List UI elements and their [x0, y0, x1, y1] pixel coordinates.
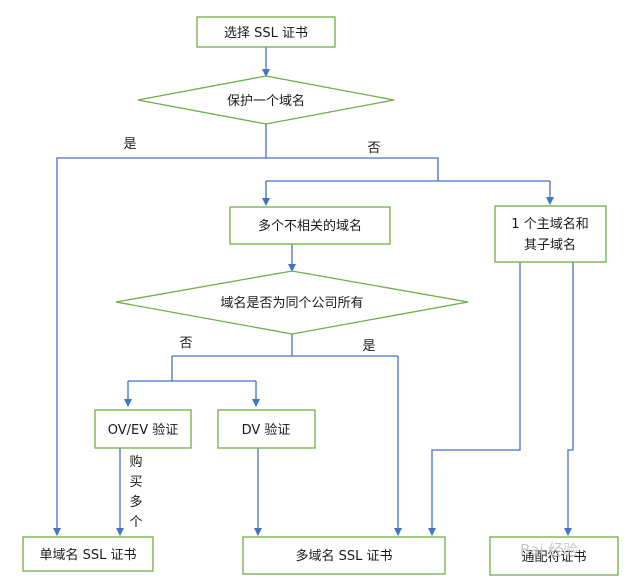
text-ov-ev: OV/EV 验证	[108, 422, 179, 438]
text-main-and-sub-line2: 其子域名	[524, 237, 576, 253]
node-same-company	[115, 270, 469, 335]
label-no-company: 否	[179, 336, 192, 351]
arrow-main-sub-to-wildcard	[564, 262, 574, 536]
arrow-main-sub-to-multi	[428, 262, 521, 536]
label-no-protect: 否	[367, 141, 380, 156]
text-select-ssl: 选择 SSL 证书	[224, 26, 308, 41]
node-single-domain-cert	[22, 536, 154, 572]
label-yes-single: 是	[123, 137, 136, 152]
text-same-company: 域名是否为同个公司所有	[220, 295, 363, 311]
node-wildcard-cert	[489, 536, 619, 576]
text-single-domain-cert: 单域名 SSL 证书	[39, 547, 136, 563]
label-buy-multiple-2: 买	[129, 475, 142, 490]
label-yes-company: 是	[362, 339, 375, 354]
text-multi-domain-cert: 多域名 SSL 证书	[295, 548, 392, 564]
text-multiple-unrelated: 多个不相关的域名	[258, 218, 362, 234]
text-protect-one-domain: 保护一个域名	[227, 93, 305, 109]
line-no-branch	[266, 157, 439, 181]
text-main-and-sub-line1: 1 个主域名和	[511, 216, 588, 232]
text-wildcard-cert: 通配符证书	[521, 549, 586, 565]
node-dv	[217, 409, 316, 449]
node-protect-one-domain	[137, 75, 395, 125]
node-multi-domain-cert	[242, 536, 446, 575]
node-main-and-sub	[494, 205, 607, 263]
edge-labels: 是 否 否 是 购 买 多 个	[123, 137, 380, 530]
nodes	[22, 16, 619, 576]
connectors	[53, 47, 574, 536]
text-dv: DV 验证	[242, 422, 291, 438]
node-multiple-unrelated	[229, 206, 391, 245]
watermark: Bai 经验	[520, 541, 578, 559]
label-buy-multiple-1: 购	[129, 454, 142, 470]
node-select-ssl	[196, 16, 336, 48]
arrow-yes-to-single	[53, 157, 266, 536]
label-buy-multiple-3: 多	[129, 494, 142, 510]
node-texts: 选择 SSL 证书 保护一个域名 多个不相关的域名 1 个主域名和 其子域名 域…	[39, 26, 588, 565]
label-buy-multiple-4: 个	[129, 515, 142, 530]
node-ov-ev	[94, 409, 192, 449]
